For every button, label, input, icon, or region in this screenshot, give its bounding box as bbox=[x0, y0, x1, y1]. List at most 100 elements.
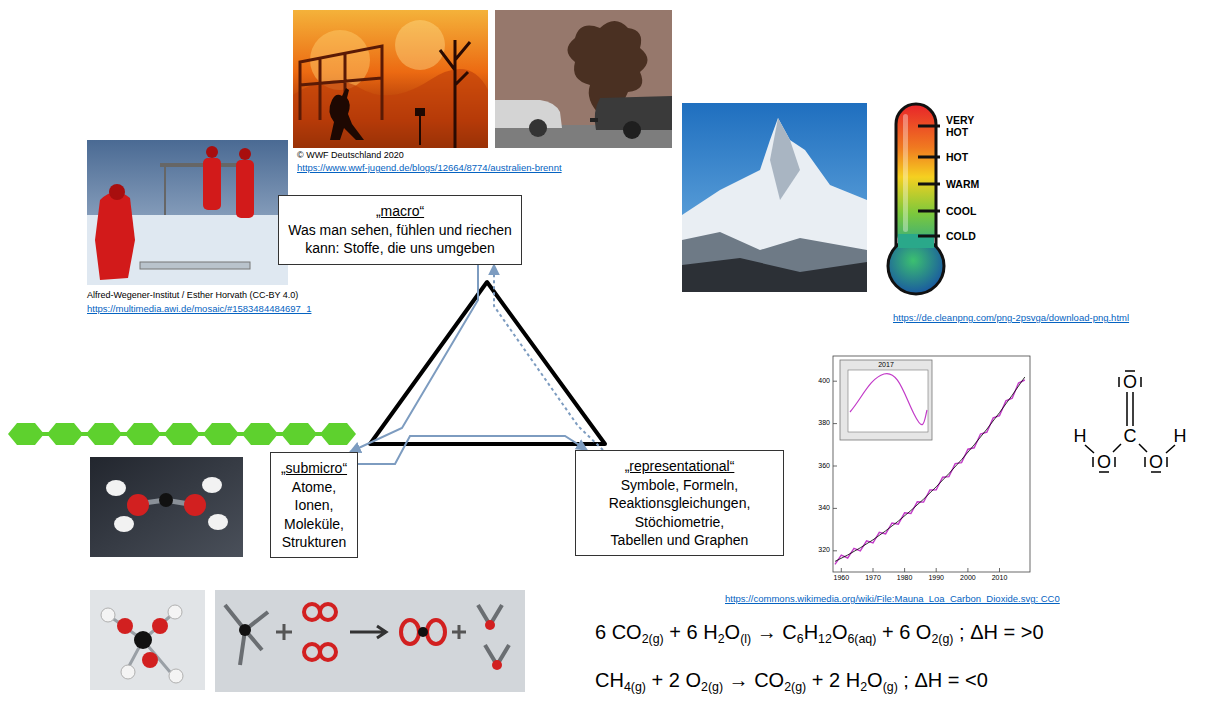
reaction-model-photo bbox=[304, 644, 320, 660]
molecule-model-photo bbox=[184, 494, 206, 516]
mountain-photo bbox=[682, 258, 867, 292]
formula-index: (g) bbox=[883, 680, 898, 694]
temperature-label: COLD bbox=[946, 230, 976, 243]
reaction-model-photo bbox=[304, 604, 320, 620]
polar-research-photo bbox=[87, 140, 288, 285]
formula-index: 2 bbox=[931, 632, 938, 646]
reaction-model-photo bbox=[401, 620, 419, 644]
thermometer-icon bbox=[918, 126, 940, 236]
thermometer-icon bbox=[888, 104, 944, 294]
reaction-model-photo bbox=[492, 660, 502, 670]
atom-symbol: O bbox=[1120, 372, 1140, 392]
bushfire-photo bbox=[415, 108, 425, 116]
co2-graph bbox=[833, 356, 1030, 572]
box-heading: „submicro“ bbox=[277, 459, 351, 477]
reaction-model-photo bbox=[350, 626, 386, 638]
mountain-photo bbox=[682, 103, 867, 292]
formula-index: 12 bbox=[818, 632, 832, 646]
carbonic-acid-structure bbox=[1085, 371, 1175, 472]
box-text: Atome, Ionen, Moleküle, Strukturen bbox=[277, 478, 351, 551]
molecule-model-photo bbox=[117, 618, 133, 634]
axis-tick: 1980 bbox=[894, 574, 916, 581]
molecule-model-photo bbox=[159, 493, 173, 507]
molecule-model-photo bbox=[90, 457, 243, 557]
formula-index: (l) bbox=[740, 632, 751, 646]
box-heading: „representational“ bbox=[607, 457, 752, 475]
formula-part: + 6 H bbox=[664, 621, 718, 643]
temperature-label: VERY HOT bbox=[946, 114, 986, 139]
formula-part: + 6 O bbox=[876, 621, 931, 643]
triangle-outline bbox=[370, 282, 605, 444]
source-link: https://de.cleanpng.com/png-2psvga/downl… bbox=[893, 312, 1129, 323]
triangle-outline bbox=[370, 282, 605, 444]
reaction-model-photo bbox=[485, 620, 495, 630]
formula-index: 2 bbox=[860, 680, 867, 694]
formula-part: CH bbox=[595, 669, 624, 691]
exhaust-photo bbox=[590, 118, 598, 122]
exhaust-photo bbox=[495, 10, 672, 148]
bushfire-photo bbox=[395, 20, 445, 70]
reaction-model-photo bbox=[478, 605, 509, 665]
formula-part: → C bbox=[751, 621, 797, 643]
bushfire-photo bbox=[329, 88, 364, 140]
reaction-model-photo bbox=[276, 624, 292, 640]
connector-arrow bbox=[358, 436, 587, 464]
source-link: https://www.wwf-jugend.de/blogs/12664/87… bbox=[297, 162, 562, 173]
co2-graph bbox=[841, 568, 999, 572]
formula-index: 2 bbox=[718, 632, 725, 646]
polar-research-photo bbox=[203, 158, 221, 210]
mountain-photo bbox=[770, 118, 800, 200]
molecule-model-photo bbox=[90, 457, 243, 557]
reaction-model-photo bbox=[239, 624, 251, 636]
box-text: Was man sehen, fühlen und riechen kann: … bbox=[284, 221, 516, 257]
polar-research-photo bbox=[206, 146, 218, 158]
axis-tick: 400 bbox=[808, 377, 830, 384]
polymer-chain bbox=[203, 423, 239, 445]
reaction-equation: 6 CO2(g) + 6 H2O(l) → C6H12O6(aq) + 6 O2… bbox=[595, 620, 1044, 644]
reaction-model-photo bbox=[320, 604, 336, 620]
box-heading: „macro“ bbox=[284, 202, 516, 220]
molecule-model-photo bbox=[152, 618, 168, 634]
reaction-model-photo bbox=[452, 625, 466, 639]
polar-research-photo bbox=[109, 184, 125, 200]
reaction-model-photo bbox=[215, 590, 525, 692]
formula-part: → CO bbox=[723, 669, 784, 691]
co2-graph bbox=[833, 356, 1030, 572]
polar-research-photo bbox=[140, 262, 250, 269]
source-link: https://multimedia.awi.de/mosaic/#158348… bbox=[87, 303, 311, 314]
reaction-model-photo bbox=[320, 644, 336, 660]
image-credit: © WWF Deutschland 2020 bbox=[297, 150, 404, 161]
formula-index: 6 bbox=[847, 632, 854, 646]
molecule-model-photo bbox=[134, 631, 152, 649]
axis-tick: 340 bbox=[808, 504, 830, 511]
axis-tick: 1990 bbox=[925, 574, 947, 581]
polar-research-photo bbox=[87, 140, 288, 285]
polar-research-photo bbox=[165, 167, 240, 215]
formula-part: + 2 O bbox=[646, 669, 701, 691]
molecule-model-photo bbox=[101, 608, 115, 622]
formula-index: (g) bbox=[631, 680, 646, 694]
temperature-label: HOT bbox=[946, 151, 968, 164]
source-link: https://commons.wikimedia.org/wiki/File:… bbox=[725, 593, 1060, 604]
mountain-photo bbox=[682, 103, 867, 292]
formula-index: (aq) bbox=[854, 632, 876, 646]
exhaust-photo bbox=[495, 10, 672, 148]
reaction-model-photo bbox=[418, 627, 428, 637]
polymer-chain bbox=[8, 423, 44, 445]
formula-index: (g) bbox=[649, 632, 664, 646]
axis-tick: 1970 bbox=[862, 574, 884, 581]
axis-tick: 360 bbox=[808, 462, 830, 469]
formula-part: O bbox=[867, 669, 883, 691]
macro-box: „macro“Was man sehen, fühlen und riechen… bbox=[278, 195, 522, 265]
atom-symbol: C bbox=[1120, 426, 1140, 446]
reaction-equation: CH4(g) + 2 O2(g) → CO2(g) + 2 H2O(g) ; Δ… bbox=[595, 668, 988, 692]
polymer-chain bbox=[281, 423, 317, 445]
molecule-model-photo bbox=[121, 665, 135, 679]
molecule-model-photo bbox=[108, 612, 175, 672]
polar-research-photo bbox=[239, 148, 251, 160]
formula-index: 2 bbox=[784, 680, 791, 694]
formula-index: (g) bbox=[708, 680, 723, 694]
bushfire-photo bbox=[440, 40, 470, 148]
axis-tick: 2000 bbox=[957, 574, 979, 581]
connector-arrow bbox=[494, 265, 603, 450]
